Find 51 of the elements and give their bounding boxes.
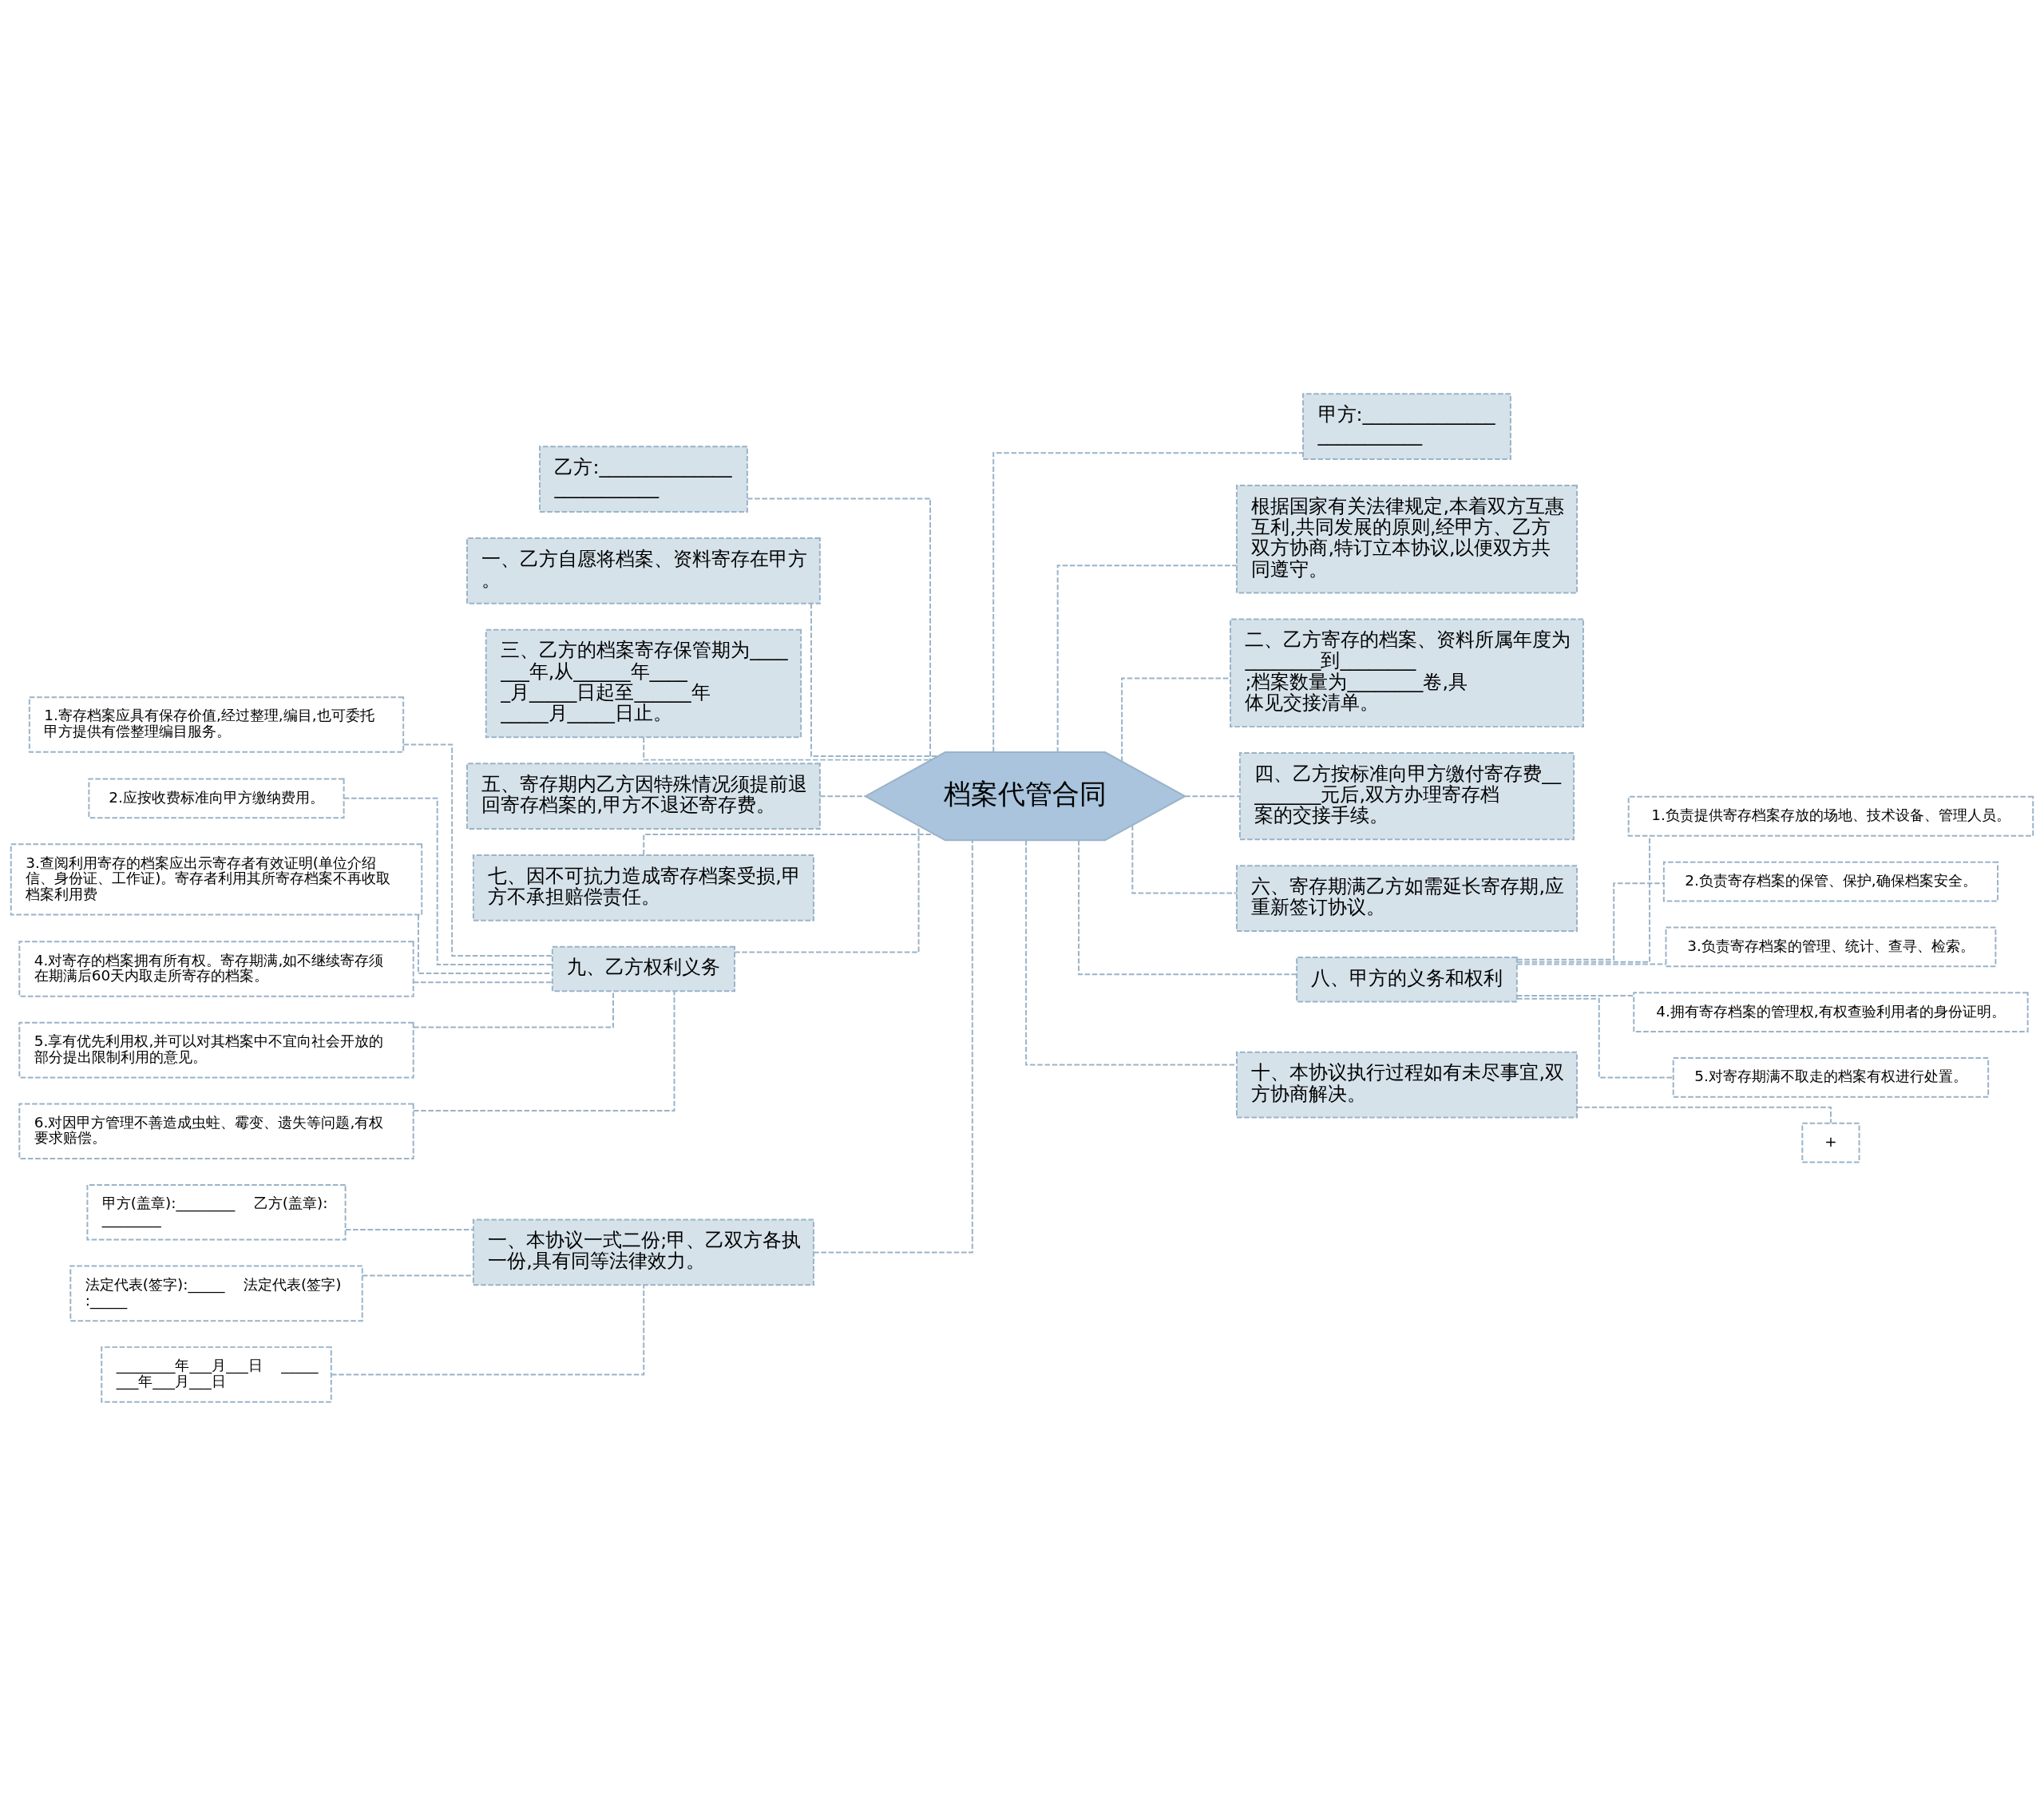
node-box: 4.拥有寄存档案的管理权,有权查验利用者的身份证明。	[1633, 991, 2029, 1032]
node-box: 3.负责寄存档案的管理、统计、查寻、检索。	[1665, 925, 1997, 967]
node-box: 3.查阅利用寄存的档案应出示寄存者有效证明(单位介绍信、身份证、工作证)。寄存者利用其所寄存档案不再收取档案利用费	[10, 842, 423, 916]
connector	[402, 743, 553, 957]
node-box: 五、寄存期内乙方因特殊情况须提前退回寄存档案的,甲方不退还寄存费。	[466, 762, 821, 830]
connector	[992, 451, 1304, 753]
connector	[344, 1228, 474, 1230]
node-box: 一、乙方自愿将档案、资料寄存在甲方。	[466, 537, 821, 604]
node-box: 十、本协议执行过程如有未尽事宜,双方协商解决。	[1235, 1051, 1578, 1119]
node-box: 八、甲方的义务和权利	[1296, 956, 1518, 1002]
node-box: 5.享有优先利用权,并可以对其档案中不宜向社会开放的部分提出限制利用的意见。	[18, 1021, 414, 1078]
node-box: 四、乙方按标准向甲方缴付寄存费_________元后,双方办理寄存档案的交接手续。	[1238, 751, 1575, 840]
node-box: 1.寄存档案应具有保存价值,经过整理,编目,也可委托甲方提供有偿整理编目服务。	[28, 695, 405, 753]
node-box: 一、本协议一式二份;甲、乙双方各执一份,具有同等法律效力。	[472, 1218, 814, 1286]
connector	[1516, 962, 1667, 965]
node-box: 乙方:_________________________	[539, 445, 748, 513]
connector	[734, 824, 920, 953]
connector	[412, 981, 553, 983]
node-box: 5.对寄存期满不取走的档案有权进行处置。	[1672, 1056, 1990, 1098]
connector	[1516, 994, 1634, 997]
connector	[1056, 564, 1238, 753]
connector	[417, 913, 553, 974]
node-box: 二、乙方寄存的档案、资料所属年度为________到________;档案数量为________卷,具体见交接清单。	[1230, 618, 1584, 727]
node-box: ________年___月___日 ________年___月___日	[101, 1345, 332, 1403]
connector	[413, 989, 675, 1111]
node-box: 七、因不可抗力造成寄存档案受损,甲方不承担赔偿责任。	[472, 854, 814, 921]
connector	[810, 602, 939, 757]
connector	[813, 839, 973, 1253]
connector	[1515, 997, 1674, 1078]
node-box: 三、乙方的档案寄存保管期为_______年,从______年_____月_____日起至______年_____月_____日止。	[485, 628, 802, 738]
node-box: 六、寄存期满乙方如需延长寄存期,应重新签订协议。	[1235, 864, 1578, 932]
connector	[747, 497, 932, 761]
node-box: 甲方:_________________________	[1302, 392, 1511, 460]
connector	[362, 1274, 474, 1276]
node-box: 4.对寄存的档案拥有所有权。寄存期满,如不继续寄存须在期满后60天内取走所寄存的档案。	[18, 940, 414, 997]
connector	[1184, 794, 1241, 797]
node-box: 法定代表(签字):_____ 法定代表(签字):_____	[69, 1265, 363, 1321]
node-box: 1.负责提供寄存档案存放的场地、技术设备、管理人员。	[1627, 795, 2034, 837]
connector	[1515, 882, 1665, 961]
connector	[343, 797, 553, 965]
node-box: 甲方(盖章):________ 乙方(盖章):________	[86, 1183, 347, 1241]
node-box: +	[1801, 1122, 1860, 1163]
connector	[331, 1283, 645, 1375]
node-box: 6.对因甲方管理不善造成虫蛀、霉变、遗失等问题,有权要求赔偿。	[18, 1102, 414, 1159]
node-box: 九、乙方权利义务	[551, 945, 736, 992]
connector	[1078, 838, 1297, 975]
node-box: 根据国家有关法律规定,本着双方互惠互利,共同发展的原则,经甲方、乙方双方协商,特订立本协议,以便双方共同遵守。	[1235, 484, 1578, 594]
node-box: 2.应按收费标准向甲方缴纳费用。	[88, 777, 345, 818]
connector	[1131, 824, 1238, 894]
node-box: 2.负责寄存档案的保管、保护,确保档案安全。	[1662, 861, 1999, 901]
connector	[819, 794, 866, 797]
